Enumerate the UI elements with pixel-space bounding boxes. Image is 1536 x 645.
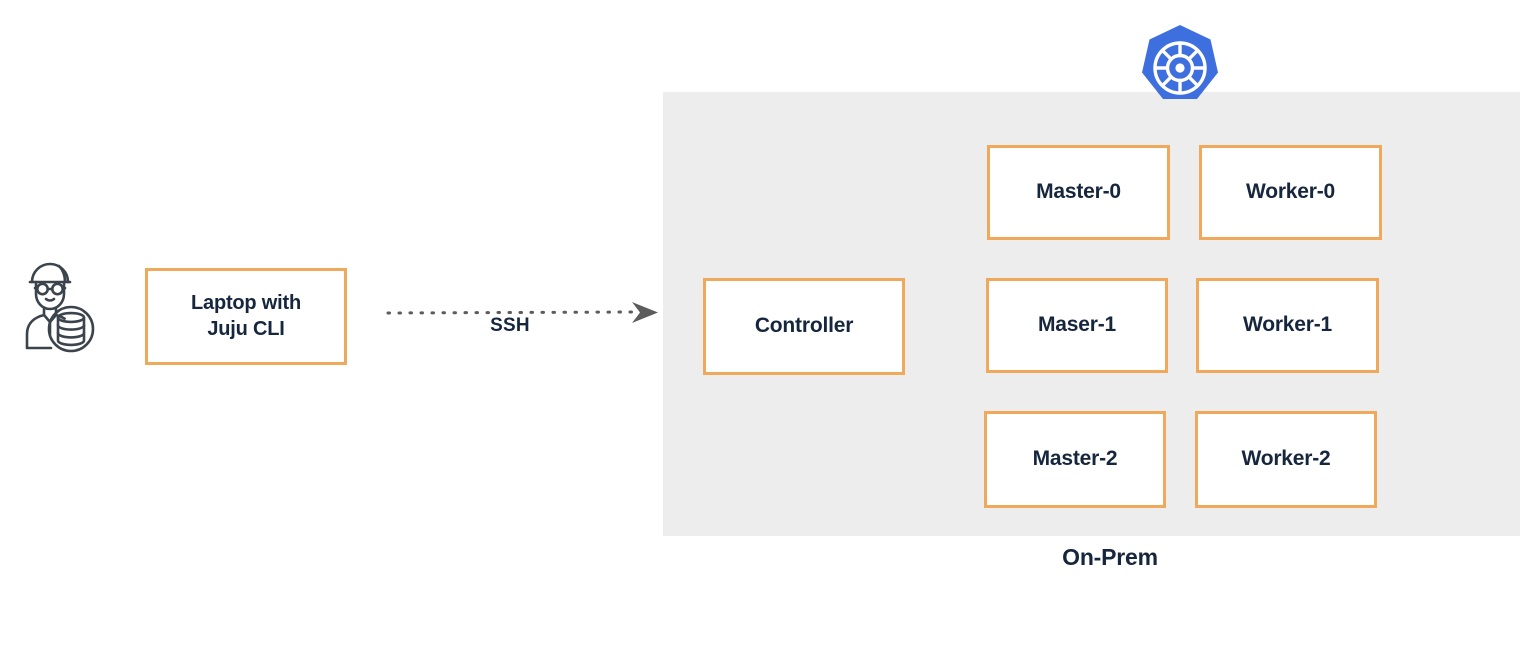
- laptop-box-label: Laptop with Juju CLI: [191, 291, 301, 340]
- node-label: Worker-2: [1241, 447, 1331, 471]
- node-box-master-0[interactable]: Master-0: [987, 145, 1170, 240]
- kubernetes-logo: [1136, 22, 1224, 114]
- on-prem-caption: On-Prem: [1062, 544, 1158, 570]
- node-label: Worker-1: [1242, 313, 1333, 337]
- node-box-worker-1[interactable]: Worker-1: [1196, 278, 1379, 373]
- controller-box[interactable]: Controller: [703, 278, 905, 375]
- user-with-database-icon: [14, 254, 96, 356]
- ssh-label: SSH: [490, 315, 530, 336]
- controller-label: Controller: [754, 314, 854, 338]
- node-label: Master-0: [1036, 180, 1121, 204]
- node-box-worker-2[interactable]: Worker-2: [1195, 411, 1377, 508]
- node-box-maser-1[interactable]: Maser-1: [986, 278, 1168, 373]
- node-label: Maser-1: [1038, 313, 1116, 337]
- node-box-worker-0[interactable]: Worker-0: [1199, 145, 1382, 240]
- ssh-arrow-icon: [380, 296, 665, 332]
- node-label: Master-2: [1032, 447, 1118, 471]
- node-box-master-2[interactable]: Master-2: [984, 411, 1166, 508]
- laptop-with-juju-cli-box[interactable]: Laptop with Juju CLI: [145, 268, 347, 365]
- node-label: Worker-0: [1245, 180, 1336, 204]
